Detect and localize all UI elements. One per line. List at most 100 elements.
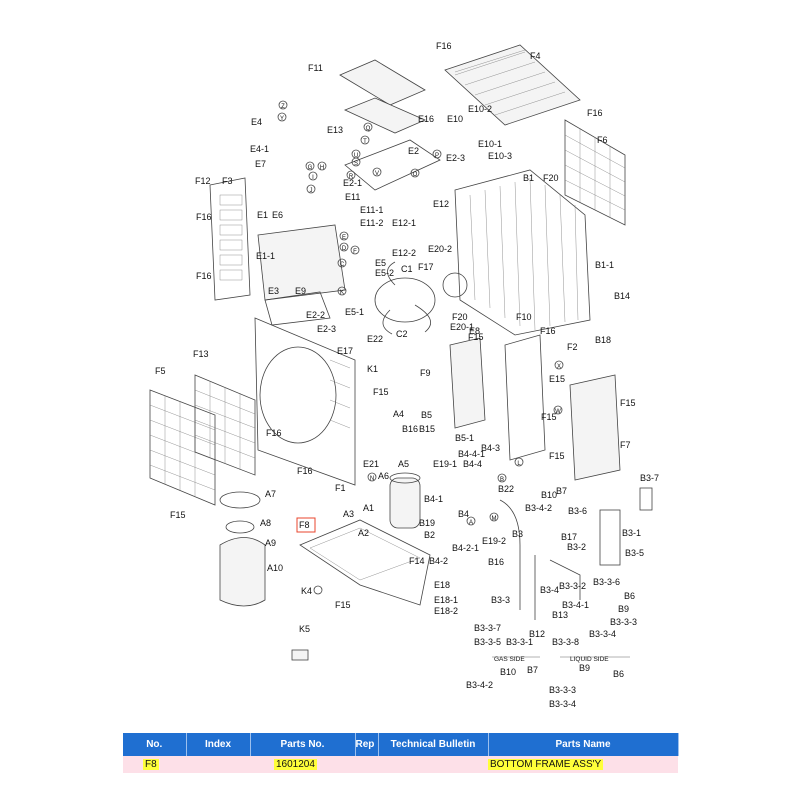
label-liquid-side: LIQUID SIDE	[570, 656, 609, 663]
callout-k: K	[337, 286, 347, 296]
label-f7: F7	[620, 440, 631, 450]
callout-x: X	[554, 360, 564, 370]
label-e11-2: E11-2	[360, 218, 383, 228]
side-panel-f3[interactable]	[209, 177, 251, 301]
svg-text:L: L	[517, 461, 521, 467]
label-f2: F2	[567, 342, 578, 352]
label-e18: E18	[434, 580, 450, 590]
label-b4-4-1: B4-4-1	[458, 449, 485, 459]
label-a6: A6	[378, 471, 389, 481]
grille-f13[interactable]	[194, 374, 256, 476]
label-b3-3-5: B3-3-5	[474, 637, 501, 647]
label-e18-2: E18-2	[434, 606, 458, 616]
label-b4-1: B4-1	[424, 494, 443, 504]
compressor-a1[interactable]	[389, 472, 421, 529]
svg-text:A: A	[469, 520, 473, 526]
pcb-e2[interactable]	[344, 139, 441, 191]
label-e2-2: E2-2	[306, 310, 325, 320]
table-header-row: No. Index Parts No. Rep Technical Bullet…	[123, 733, 679, 756]
column-header-parts-name[interactable]: Parts Name	[488, 733, 679, 756]
callout-y: Y	[277, 112, 287, 122]
label-e17: E17	[337, 346, 353, 356]
cover-a7[interactable]	[219, 491, 261, 509]
column-header-index[interactable]: Index	[186, 733, 251, 756]
label-b10: B10	[500, 667, 516, 677]
top-cover-part[interactable]	[444, 44, 581, 126]
svg-text:G: G	[308, 165, 313, 171]
column-header-technical-bulletin[interactable]: Technical Bulletin	[378, 733, 489, 756]
label-b3-3-8: B3-3-8	[552, 637, 579, 647]
label-b3-4-2: B3-4-2	[466, 680, 493, 690]
label-b17: B17	[561, 532, 577, 542]
label-e12-1: E12-1	[392, 218, 416, 228]
sound-blanket-a10[interactable]	[219, 537, 266, 607]
fan-motor-c2[interactable]	[442, 272, 468, 298]
label-e2-3: E2-3	[446, 153, 465, 163]
label-a8: A8	[260, 518, 271, 528]
callout-g: G	[305, 161, 315, 171]
label-e1-1: E1-1	[256, 251, 275, 261]
label-b5: B5	[421, 410, 432, 420]
part-number-highlight: F8	[143, 759, 159, 770]
label-a10: A10	[267, 563, 283, 573]
side-plate-f2[interactable]	[504, 334, 546, 461]
callout-s: S	[351, 157, 361, 167]
part-k5[interactable]	[291, 649, 309, 661]
callout-r: R	[346, 170, 356, 180]
callout-b: B	[497, 473, 507, 483]
label-f15: F15	[170, 510, 186, 520]
label-f5: F5	[155, 366, 166, 376]
front-panel-k1[interactable]	[254, 317, 356, 486]
callout-e: E	[339, 231, 349, 241]
svg-text:K: K	[340, 290, 344, 296]
svg-text:F: F	[353, 249, 357, 255]
grille-f5[interactable]	[149, 389, 216, 506]
label-f15: F15	[549, 451, 565, 461]
callout-n: N	[367, 472, 377, 482]
callout-d: D	[339, 242, 349, 252]
control-board-e3[interactable]	[264, 291, 331, 326]
label-b3-3-1: B3-3-1	[506, 637, 533, 647]
fan-propeller-c1[interactable]	[374, 261, 436, 335]
callout-q: Q	[363, 122, 373, 132]
svg-text:Q: Q	[366, 126, 371, 132]
cover-plate-f11[interactable]	[339, 59, 426, 106]
callout-l: L	[514, 457, 524, 467]
ring-a8[interactable]	[225, 520, 255, 534]
label-e20-2: E20-2	[428, 244, 452, 254]
label-e3: E3	[268, 286, 279, 296]
heat-exchanger-b1[interactable]	[454, 169, 591, 336]
table-row[interactable]: F8 1601204 BOTTOM FRAME ASS'Y	[123, 756, 678, 773]
plate-e16[interactable]	[343, 97, 426, 134]
label-b3-6: B3-6	[568, 506, 587, 516]
svg-text:P: P	[435, 153, 439, 159]
bottom-frame-f8[interactable]	[299, 519, 431, 606]
column-header-rep[interactable]: Rep	[355, 733, 379, 756]
label-e15: E15	[549, 374, 565, 384]
label-b4-2: B4-2	[429, 556, 448, 566]
label-e5: E5	[375, 258, 386, 268]
label-e1: E1	[257, 210, 268, 220]
label-f15: F15	[373, 387, 389, 397]
side-grille-f6[interactable]	[564, 119, 626, 226]
parts-name-highlight: BOTTOM FRAME ASS'Y	[488, 759, 604, 770]
column-header-no[interactable]: No.	[123, 733, 187, 756]
label-f16: F16	[266, 428, 282, 438]
svg-text:Y: Y	[280, 116, 284, 122]
callout-z: Z	[278, 100, 288, 110]
label-e7: E7	[255, 159, 266, 169]
label-f16: F16	[196, 271, 212, 281]
column-header-parts-no[interactable]: Parts No.	[250, 733, 356, 756]
label-e19-1: E19-1	[433, 459, 457, 469]
partition-plate-f9[interactable]	[449, 337, 486, 429]
label-b3-3-7: B3-3-7	[474, 623, 501, 633]
piping-assembly[interactable]	[499, 487, 653, 620]
side-panel-f7[interactable]	[569, 374, 621, 481]
part-k4[interactable]	[313, 585, 323, 595]
label-e9: E9	[295, 286, 306, 296]
control-box-e1[interactable]	[257, 224, 346, 301]
callout-m: M	[489, 512, 499, 522]
label-e5-1: E5-1	[345, 307, 364, 317]
label-b16: B16	[488, 557, 504, 567]
callout-f: F	[350, 245, 360, 255]
